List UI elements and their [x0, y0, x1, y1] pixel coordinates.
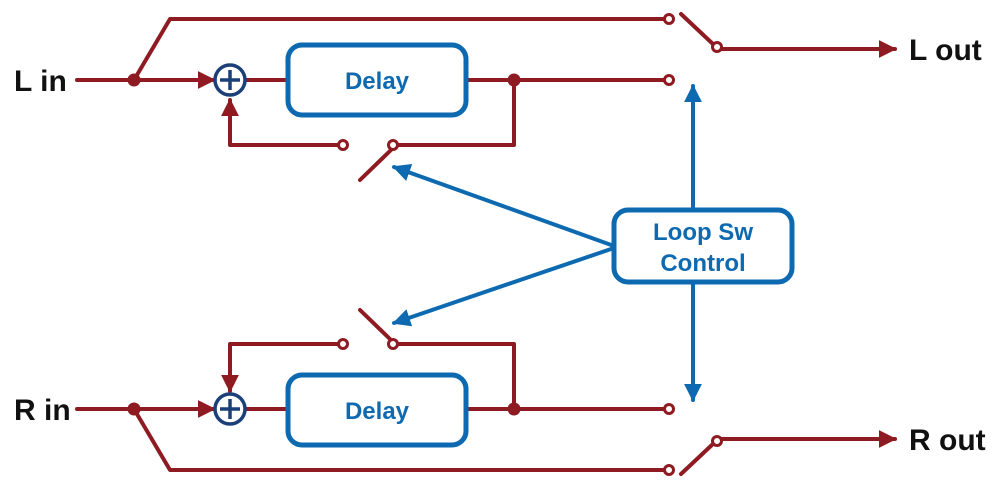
loop-sw-control-box: [611, 207, 795, 285]
delay-box-bottom: [285, 372, 469, 448]
l-feedback-terminal-left: [337, 139, 349, 151]
l-in-label: L in: [14, 65, 67, 98]
l-delay-terminal: [663, 74, 675, 86]
r-bypass-wire: [132, 407, 667, 472]
control-arrow-top-switch: [392, 164, 616, 248]
r-delay-junction: [507, 402, 521, 416]
r-in-junction: [127, 402, 141, 416]
r-feedback-in-wire: [395, 342, 516, 411]
r-feedback-return-wire: [221, 342, 341, 393]
delay-bottom-label: Delay: [345, 398, 410, 425]
r-delay-terminal: [663, 403, 675, 415]
l-bypass-terminal: [663, 13, 675, 25]
r-output-switch-blade: [679, 441, 716, 476]
delay-box-top: [285, 42, 469, 118]
r-bypass-terminal: [663, 464, 675, 476]
l-bypass-wire: [132, 17, 667, 82]
r-output-switch-pivot: [711, 435, 723, 447]
delay-top-label: Delay: [345, 68, 410, 95]
r-feedback-terminal-right: [387, 338, 399, 350]
control-label-line1: Loop Sw: [653, 219, 753, 246]
r-in-label: R in: [14, 394, 71, 427]
control-label-line2: Control: [660, 250, 745, 277]
l-feedback-in-wire: [395, 78, 516, 147]
r-adder: [213, 392, 247, 426]
l-feedback-return-wire: [221, 98, 341, 147]
r-feedback-switch-blade: [358, 308, 394, 343]
l-feedback-terminal-right: [387, 139, 399, 151]
control-arrow-bottom-switch: [392, 246, 616, 327]
l-adder: [213, 63, 247, 97]
l-output-switch-blade: [679, 12, 716, 47]
l-delay-junction: [507, 73, 521, 87]
r-out-label: R out: [909, 424, 986, 457]
l-in-junction: [127, 73, 141, 87]
l-feedback-switch-blade: [358, 147, 394, 182]
l-out-label: L out: [909, 34, 982, 67]
l-output-switch-pivot: [711, 41, 723, 53]
r-feedback-terminal-left: [337, 338, 349, 350]
